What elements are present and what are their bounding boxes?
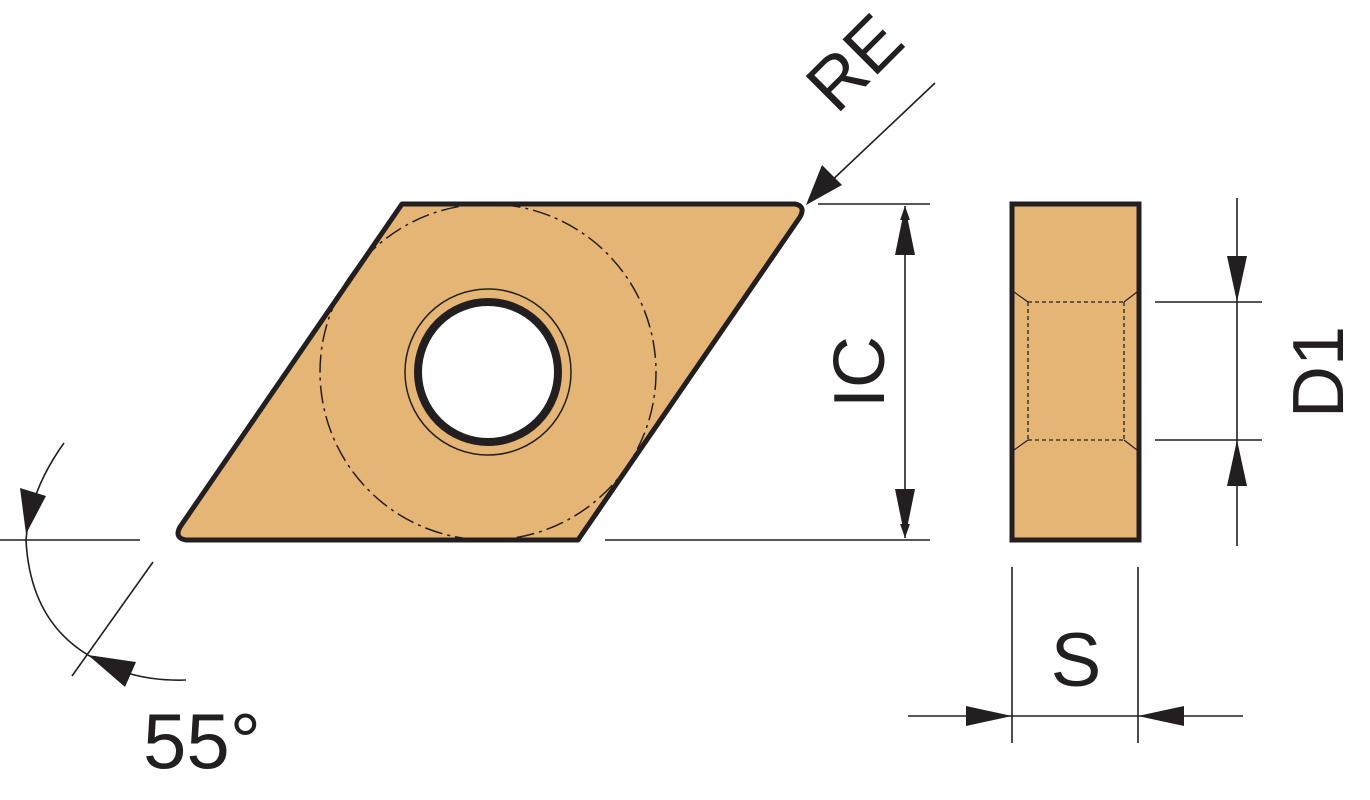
re-arrow xyxy=(806,165,842,205)
d1-label: D1 xyxy=(1279,326,1359,418)
hole xyxy=(414,298,562,446)
angle-arrow-bottom xyxy=(88,655,136,687)
s-arrow-left xyxy=(966,706,1012,726)
re-label: RE xyxy=(791,0,918,127)
s-arrow-right xyxy=(1138,706,1184,726)
insert-side-view xyxy=(1009,201,1142,543)
hole-ring xyxy=(404,288,572,456)
angle-arrow-top xyxy=(20,488,46,534)
angle-label: 55° xyxy=(143,697,261,785)
ic-arrow-bottom xyxy=(895,489,915,538)
ic-arrow-top xyxy=(895,206,915,255)
s-label: S xyxy=(1051,618,1102,703)
chamfer-lines xyxy=(1013,291,1138,451)
d1-arrow-bottom xyxy=(1227,440,1247,486)
angle-ref-edge xyxy=(71,561,154,677)
d1-arrow-top xyxy=(1227,256,1247,302)
angle-arc xyxy=(25,442,187,681)
inscribed-circle xyxy=(319,203,657,541)
ic-label: IC xyxy=(820,336,900,408)
